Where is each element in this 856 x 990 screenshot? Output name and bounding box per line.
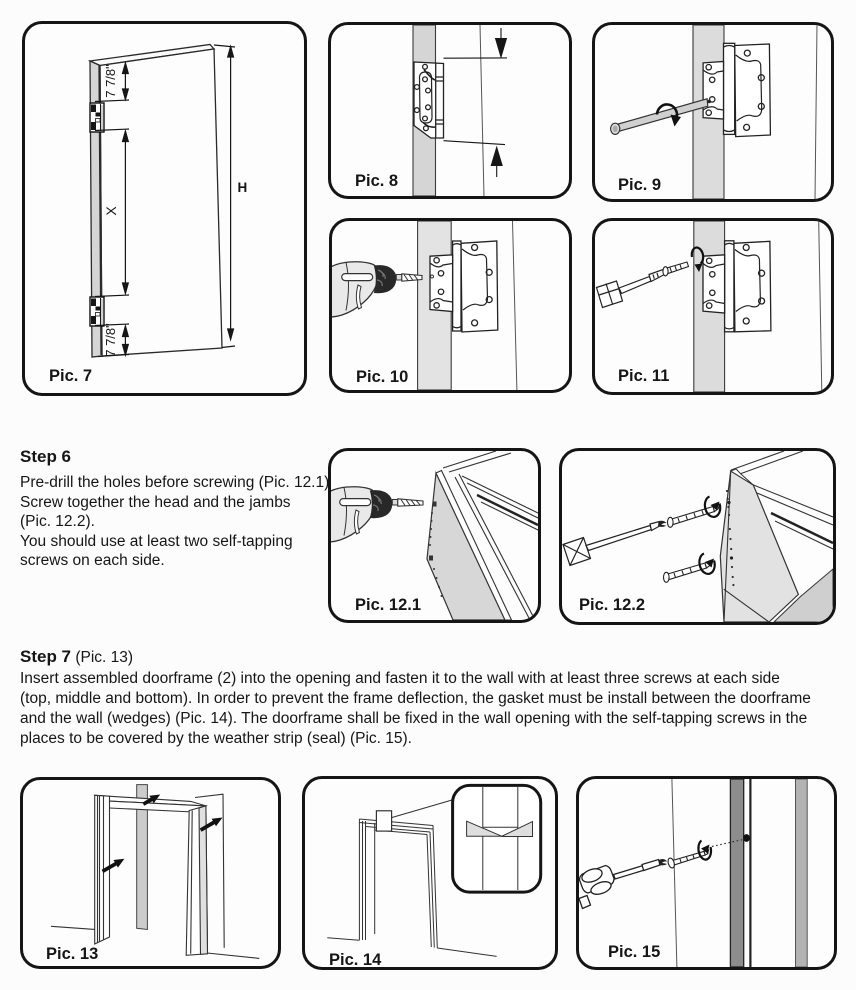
svg-text:X: X (103, 206, 119, 216)
svg-text:7 7/8": 7 7/8" (103, 64, 118, 98)
svg-text:7 7/8": 7 7/8" (103, 323, 118, 357)
svg-text:H: H (238, 180, 248, 195)
